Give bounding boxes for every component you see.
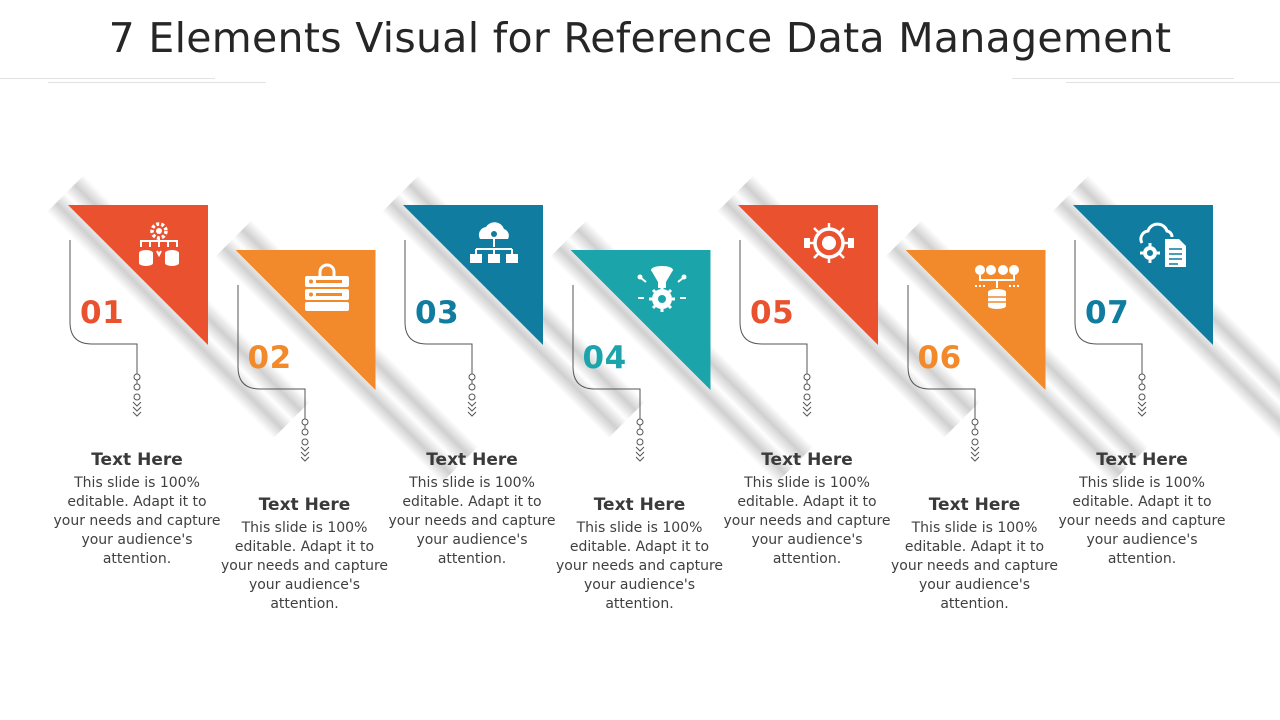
- connector-line: [1074, 240, 1147, 417]
- title-rule-right-lower: [1066, 82, 1280, 83]
- connector-line: [739, 240, 812, 417]
- connector-line: [69, 240, 142, 417]
- data-hub-icon: [804, 223, 854, 263]
- element-number: 07: [1085, 295, 1130, 331]
- element-heading: Text Here: [928, 495, 1021, 515]
- connector-line: [572, 285, 644, 462]
- element-description: This slide is 100% editable. Adapt it to…: [723, 475, 891, 567]
- element-number: 03: [415, 295, 460, 331]
- cloud-network-icon: [470, 222, 518, 263]
- element-number: 05: [750, 295, 795, 331]
- element-number: 01: [80, 295, 125, 331]
- element-heading: Text Here: [258, 495, 351, 515]
- element-number: 04: [582, 340, 627, 376]
- element-description: This slide is 100% editable. Adapt it to…: [1058, 475, 1226, 567]
- page-title: 7 Elements Visual for Reference Data Man…: [108, 14, 1172, 62]
- cloud-document-settings-icon: [1139, 222, 1186, 267]
- element-description: This slide is 100% editable. Adapt it to…: [555, 520, 724, 612]
- element-heading: Text Here: [91, 450, 183, 470]
- element-description: This slide is 100% editable. Adapt it to…: [220, 520, 389, 612]
- connector-line: [237, 285, 309, 462]
- title-rule-left-lower: [48, 82, 266, 83]
- database-hierarchy-icon: [974, 265, 1019, 309]
- secure-server-icon: [304, 263, 349, 311]
- element-heading: Text Here: [593, 495, 686, 515]
- title-rule-left: [0, 78, 215, 79]
- element-heading: Text Here: [426, 450, 518, 470]
- element-description: This slide is 100% editable. Adapt it to…: [53, 475, 221, 567]
- element-number: 06: [917, 340, 962, 376]
- data-integration-icon: [139, 222, 179, 266]
- element-number: 02: [247, 340, 292, 376]
- title-rule-right: [1012, 78, 1234, 79]
- element-heading: Text Here: [761, 450, 853, 470]
- element-description: This slide is 100% editable. Adapt it to…: [388, 475, 556, 567]
- connector-line: [907, 285, 979, 462]
- element-heading: Text Here: [1096, 450, 1188, 470]
- element-description: This slide is 100% editable. Adapt it to…: [890, 520, 1059, 612]
- data-funnel-gear-icon: [637, 266, 686, 312]
- connector-line: [404, 240, 477, 417]
